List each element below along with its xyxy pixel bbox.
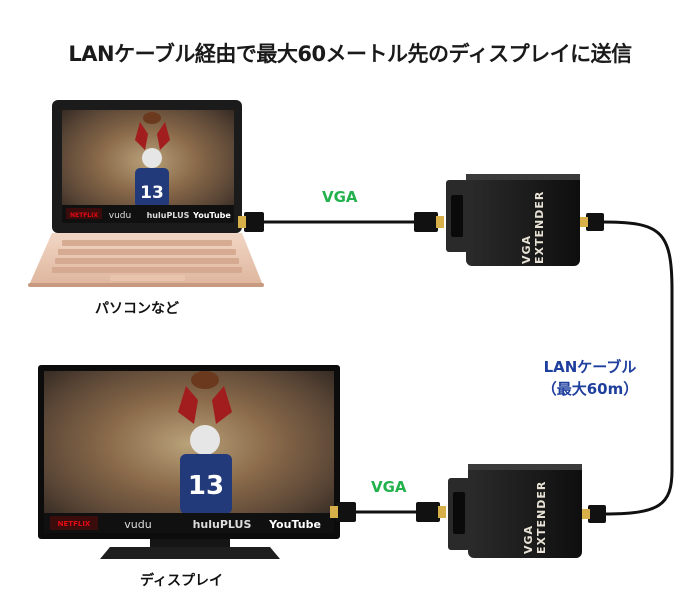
vga-label-top: VGA <box>322 188 358 206</box>
lan-cable <box>601 220 674 516</box>
laptop: 13 NETFLIX vudu huluPLUS YouTube <box>28 100 264 287</box>
tv-football-player-image <box>178 371 232 514</box>
extender-top <box>446 174 580 266</box>
laptop-trackpad <box>110 275 185 281</box>
extender-bottom-body <box>468 464 582 558</box>
vga-port-bottom <box>453 492 465 534</box>
extender-bottom-label: VGA EXTENDER <box>522 480 548 554</box>
laptop-app-youtube: YouTube <box>192 211 231 220</box>
tv-app-youtube: YouTube <box>268 518 321 531</box>
laptop-app-bar <box>62 205 234 223</box>
lan-cable-label: LANケーブル （最大60m） <box>530 356 650 400</box>
television: 13 NETFLIX vudu huluPLUS YouTube <box>38 365 340 559</box>
display-caption: ディスプレイ <box>140 573 224 589</box>
tv-stand <box>100 547 280 559</box>
cables <box>262 220 674 516</box>
extender-bottom <box>448 464 582 558</box>
laptop-jersey-number: 13 <box>140 183 164 203</box>
laptop-app-vudu: vudu <box>109 211 131 221</box>
extender-top-label: VGA EXTENDER <box>520 190 546 264</box>
tv-app-vudu: vudu <box>124 518 151 531</box>
football-player-image <box>135 112 170 208</box>
tv-neck <box>150 539 230 547</box>
laptop-app-netflix: NETFLIX <box>70 212 98 219</box>
page-title: LANケーブル経由で最大60メートル先のディスプレイに送信 <box>68 42 632 66</box>
laptop-keyboard <box>52 240 242 273</box>
connector-plugs <box>238 212 606 523</box>
laptop-app-hulu: huluPLUS <box>147 211 190 220</box>
tv-app-bar <box>44 513 334 533</box>
extender-top-body <box>466 174 580 266</box>
tv-app-netflix: NETFLIX <box>58 520 91 528</box>
tv-jersey-number: 13 <box>188 471 224 501</box>
vga-port-top <box>451 195 463 237</box>
lan-label-line2: （最大60m） <box>541 380 639 398</box>
vga-label-bottom: VGA <box>371 478 407 496</box>
lan-label-line1: LANケーブル <box>543 358 637 376</box>
pc-caption: パソコンなど <box>95 301 179 317</box>
tv-app-hulu: huluPLUS <box>193 518 252 531</box>
